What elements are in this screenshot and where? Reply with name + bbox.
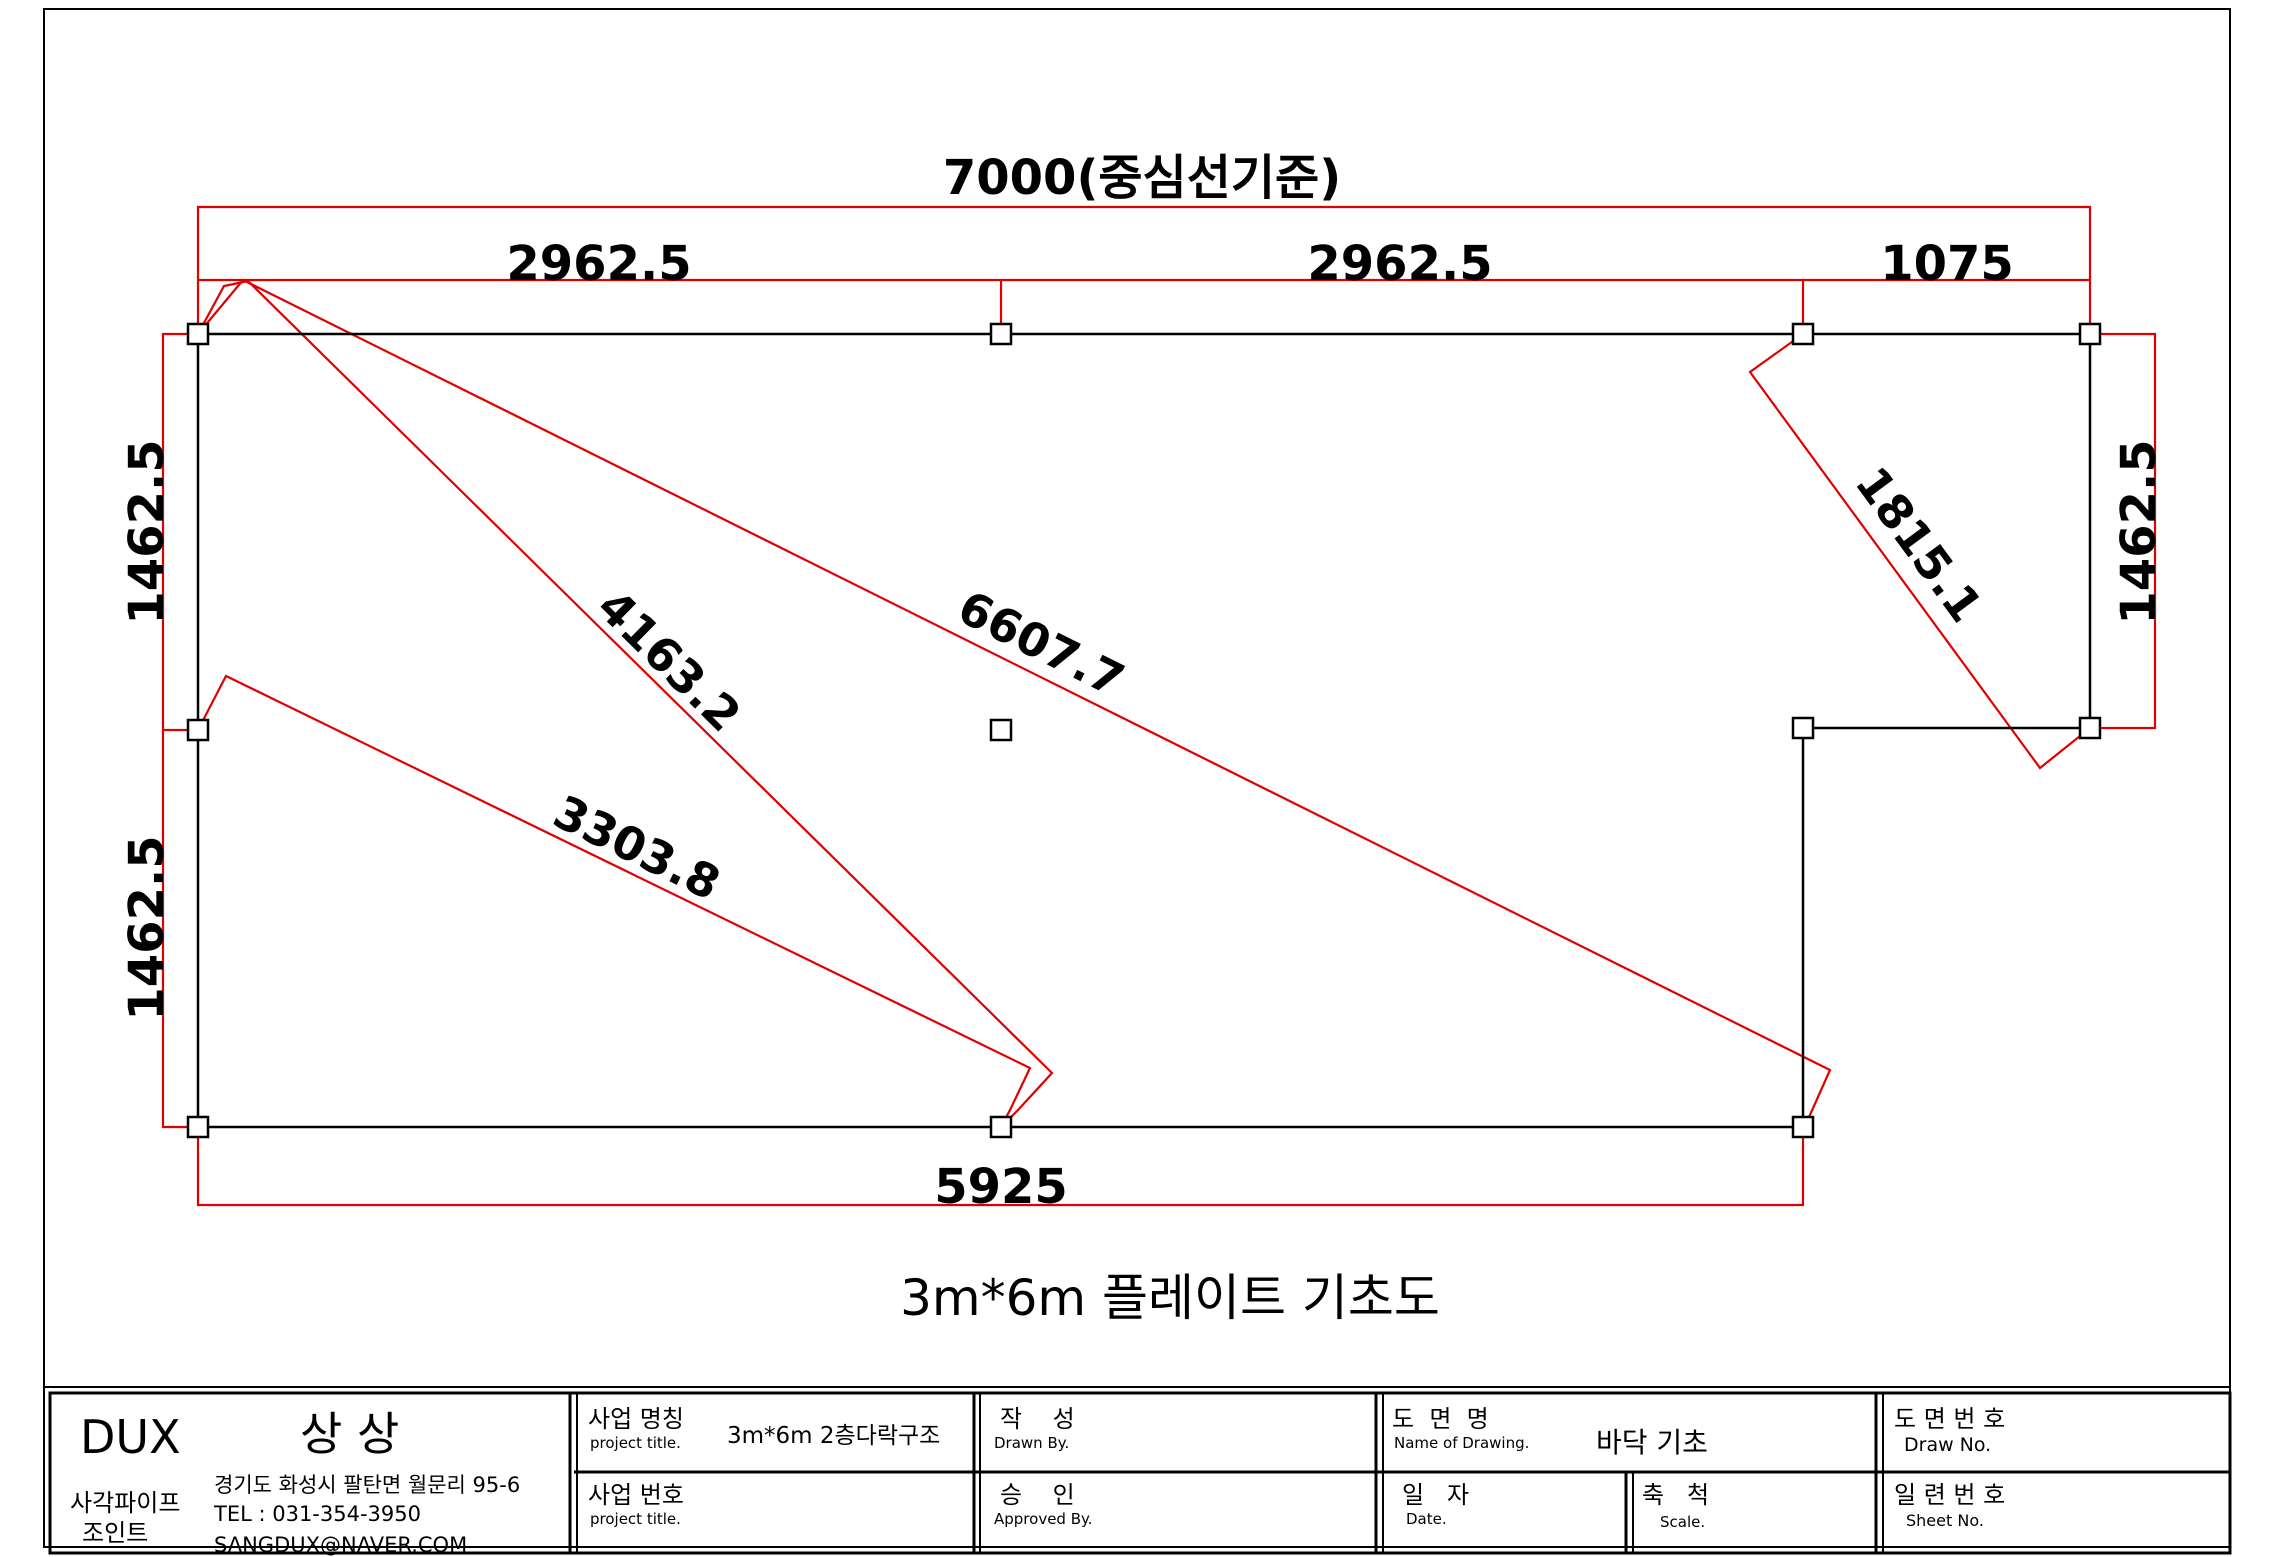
project-number-label: 사업 번호 (588, 1481, 684, 1509)
plate-node (186, 718, 210, 742)
drawing-name-sublabel: Name of Drawing. (1394, 1434, 1529, 1452)
diagonal-line-3303 (197, 674, 1032, 1128)
approved-by-label: 승 인 (1000, 1481, 1075, 1509)
plate-node (989, 1115, 1013, 1139)
approved-by-sublabel: Approved By. (994, 1510, 1093, 1528)
bottom-dimension-label: 5925 (934, 1159, 1068, 1215)
company-name: 상 상 (300, 1407, 399, 1461)
draw-number-sublabel: Draw No. (1904, 1434, 1991, 1456)
drawing-caption: 3m*6m 플레이트 기초도 (900, 1269, 1440, 1327)
date-sublabel: Date. (1406, 1510, 1447, 1528)
drawn-by-label: 작 성 (1000, 1405, 1075, 1433)
company-email: SANGDUX@NAVER.COM (214, 1533, 467, 1557)
plate-node (1791, 1115, 1815, 1139)
plate-node (2078, 322, 2102, 346)
project-number-sublabel: project title. (590, 1510, 681, 1528)
sheet-border (43, 8, 2231, 1548)
project-name-value: 3m*6m 2층다락구조 (727, 1423, 940, 1449)
left-dimension-label-1: 1462.5 (119, 439, 175, 624)
left-dimension-label-2: 1462.5 (119, 835, 175, 1020)
company-tel: TEL : 031-354-3950 (213, 1502, 421, 1526)
company-address: 경기도 화성시 팔탄면 월문리 95-6 (214, 1473, 520, 1497)
plate-node (186, 322, 210, 346)
plate-node (989, 718, 1013, 742)
diagonal-label-3303: 3303.8 (545, 784, 728, 910)
overall-dimension-line (196, 205, 2092, 332)
plate-node (186, 1115, 210, 1139)
diagonal-line-4163 (197, 279, 1054, 1128)
diagonal-label-1815: 1815.1 (1845, 457, 1993, 632)
plate-node (1791, 716, 1815, 740)
company-subtitle-line1: 사각파이프 (70, 1489, 180, 1517)
right-dimension-line (2090, 332, 2157, 730)
top-dimension-label-3: 1075 (1880, 236, 2014, 292)
drawing-name-value: 바닥 기초 (1596, 1426, 1708, 1459)
project-name-sublabel: project title. (590, 1434, 681, 1452)
diagonal-label-6607: 6607.7 (950, 580, 1133, 708)
dimension-lines (161, 205, 2157, 1207)
bottom-dimension-line (196, 1127, 1805, 1207)
plate-node (1791, 322, 1815, 346)
drawing-name-label: 도 면 명 (1392, 1405, 1489, 1433)
diagonal-label-4163: 4163.2 (587, 579, 751, 742)
project-name-label: 사업 명칭 (588, 1405, 684, 1433)
drawn-by-sublabel: Drawn By. (994, 1434, 1069, 1452)
diagonal-line-6607 (197, 278, 1832, 1128)
scale-label: 축 척 (1642, 1481, 1709, 1509)
sheet-number-label: 일 련 번 호 (1894, 1481, 2005, 1509)
plate-node (989, 322, 1013, 346)
plate-nodes (186, 322, 2102, 1139)
draw-number-label: 도 면 번 호 (1894, 1405, 2005, 1433)
title-block (44, 1386, 2232, 1555)
diagonal-line-1815 (1748, 333, 2091, 770)
plate-node (2078, 716, 2102, 740)
company-brand: DUX (80, 1410, 181, 1464)
date-label: 일 자 (1402, 1481, 1469, 1509)
top-dimension-label-1: 2962.5 (506, 236, 691, 292)
top-dimension-label-2: 2962.5 (1307, 236, 1492, 292)
sheet-number-sublabel: Sheet No. (1906, 1511, 1984, 1530)
overall-dimension-label: 7000(중심선기준) (943, 150, 1341, 206)
right-dimension-label: 1462.5 (2111, 439, 2167, 624)
scale-sublabel: Scale. (1660, 1513, 1705, 1531)
company-subtitle-line2: 조인트 (82, 1519, 148, 1547)
